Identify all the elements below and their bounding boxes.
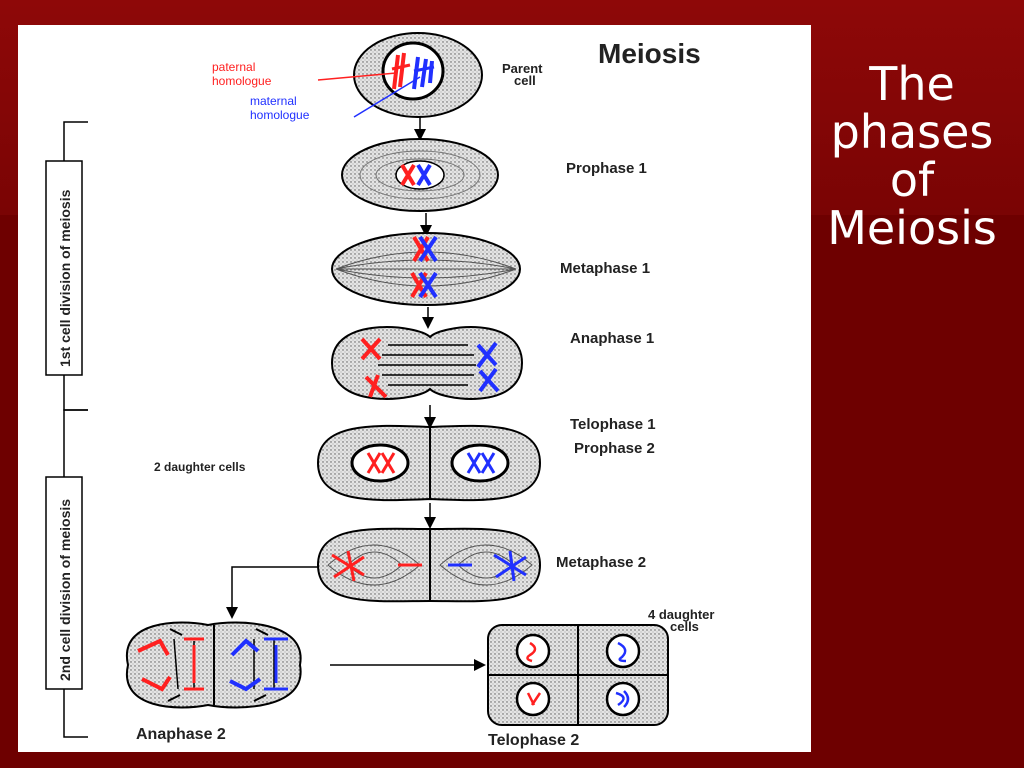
diagram-heading: Meiosis [598,38,701,69]
title-line-1: The [869,57,955,111]
four-daughter-label-1: 4 daughter [648,607,714,622]
title-line-3: of [889,153,935,207]
paternal-pointer [317,72,397,81]
arrow-6 [226,566,318,619]
title-line-4: Meiosis [827,201,997,255]
metaphase1-cell [331,232,521,306]
telophase2-cells [487,624,669,726]
telophase1-cells [316,424,542,502]
metaphase2-cells [316,527,542,603]
slide-title: The phases of Meiosis [812,60,1012,252]
second-division-label: 2nd cell division of meiosis [57,499,73,681]
meiosis-diagram: Meiosis paternal homologue maternal homo… [45,32,714,749]
second-division-bracket [45,409,88,738]
four-daughter-label-2: cells [670,619,699,634]
telophase2-label: Telophase 2 [488,732,579,749]
parent-cell-label-2: cell [514,73,536,88]
anaphase2-cells [125,621,302,709]
telophase1-label: Telophase 1 [570,416,656,433]
maternal-label-2: homologue [250,108,310,122]
meiosis-diagram-panel: Meiosis paternal homologue maternal homo… [18,25,811,752]
prophase1-label: Prophase 1 [566,160,647,177]
parent-cell-label-1: Parent [502,61,543,76]
prophase1-cell [341,138,499,212]
paternal-label-1: paternal [212,60,255,74]
first-division-label: 1st cell division of meiosis [57,189,73,367]
anaphase1-cell [330,326,524,400]
paternal-label-2: homologue [212,74,272,88]
two-daughter-label: 2 daughter cells [154,460,246,474]
anaphase2-label: Anaphase 2 [136,726,226,743]
metaphase2-label: Metaphase 2 [556,554,646,571]
anaphase1-label: Anaphase 1 [570,330,654,347]
title-line-2: phases [830,105,994,159]
first-division-bracket [45,121,88,411]
maternal-pointer [353,76,421,118]
prophase2-label: Prophase 2 [574,440,655,457]
parent-cell [353,32,483,118]
metaphase1-label: Metaphase 1 [560,260,650,277]
maternal-label-1: maternal [250,94,297,108]
